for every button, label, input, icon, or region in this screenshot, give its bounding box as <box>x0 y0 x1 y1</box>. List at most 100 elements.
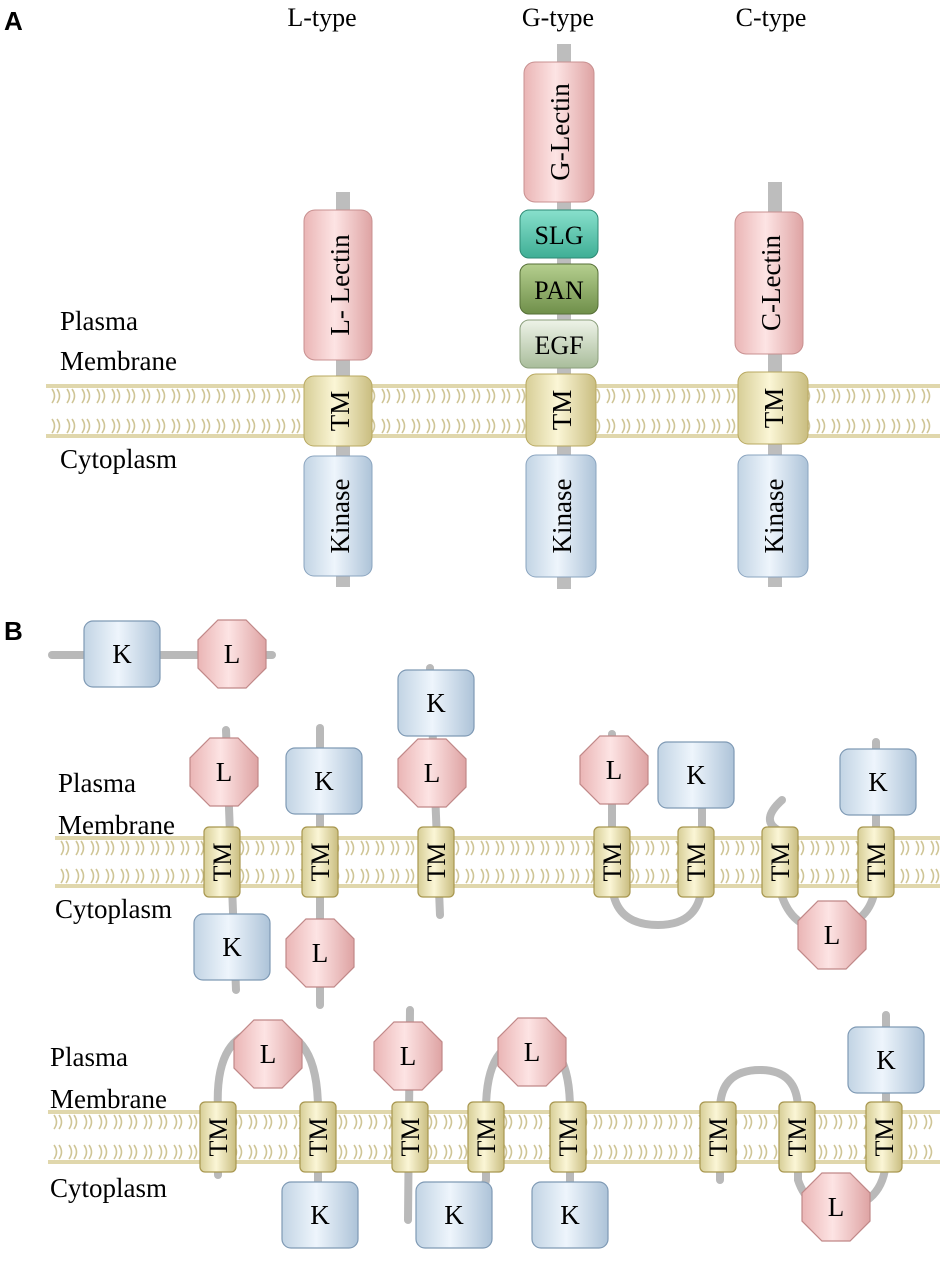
kinase-r2-8-label: K <box>876 1045 896 1075</box>
membrane-b2-lipid-tail <box>113 1114 123 1130</box>
membrane-b1-lipid-tail <box>735 868 745 884</box>
membrane-b1-lipid-tail <box>720 840 730 856</box>
tm-r1-1 <box>203 826 241 898</box>
membrane-a-lipid-tail <box>891 388 901 404</box>
membrane-a-lipid-tail <box>876 418 886 434</box>
g-type-lectin-label: G-Lectin <box>545 83 575 181</box>
tm-r2-5-label: TM <box>554 1118 583 1157</box>
tm-r2-8 <box>865 1101 903 1173</box>
membrane-b2-lipid-tail <box>353 1114 363 1130</box>
membrane-a-lipid-tail <box>156 418 166 434</box>
l-type-kinase-domain <box>303 455 373 577</box>
g-type-lectin-domain <box>523 61 595 203</box>
membrane-b2-lipid-tail <box>818 1144 828 1160</box>
membrane-b1-lipid-tail <box>585 868 595 884</box>
membrane-b1-lipid-tail <box>390 868 400 884</box>
membrane-b1-lipid-tail <box>915 840 925 856</box>
membrane-b1-lipid-tail <box>825 868 835 884</box>
c-type-tm-domain <box>737 371 809 445</box>
membrane-b2-lipid-tail <box>83 1144 93 1160</box>
membrane-a-lipid-tail <box>906 388 916 404</box>
membrane-b1-lipid-tail <box>240 840 250 856</box>
membrane-b1-lipid-tail <box>840 868 850 884</box>
membrane-a-lipid-tail <box>441 388 451 404</box>
lectin-r2-1-label: L <box>260 1039 277 1069</box>
membrane-b2-lipid-tail <box>818 1114 828 1130</box>
panel-a-label: A <box>4 6 23 36</box>
tm-r1-1-label: TM <box>208 843 237 882</box>
membrane-b2-lipid-tail <box>428 1114 438 1130</box>
membrane-a-lipid-tail <box>726 388 736 404</box>
tm-r2-4 <box>467 1101 505 1173</box>
membrane-b1-lipid-tail <box>360 840 370 856</box>
membrane-a-lipid-tail <box>501 388 511 404</box>
membrane-b2-lipid-tail <box>188 1114 198 1130</box>
tm-r1-5-label: TM <box>682 843 711 882</box>
membrane-a-lipid-tail <box>411 388 421 404</box>
membrane-b1-lipid-tail <box>660 840 670 856</box>
type-title-c: C-type <box>736 3 807 32</box>
membrane-b2-lipid-tail <box>68 1114 78 1130</box>
membrane-b1-lipid-tail <box>375 840 385 856</box>
membrane-b1-lipid-tail <box>150 868 160 884</box>
membrane-a-lipid-tail <box>171 388 181 404</box>
membrane-b2-lipid-tail <box>83 1114 93 1130</box>
c-type-tm-label: TM <box>759 388 789 429</box>
membrane-b1-lipid-tail <box>75 868 85 884</box>
membrane-b2-lipid-tail <box>833 1114 843 1130</box>
membrane-b2-lipid-tail <box>248 1114 258 1130</box>
lectin-r1-2 <box>285 918 355 988</box>
membrane-a-lipid-tail <box>831 418 841 434</box>
membrane-b1 <box>55 836 940 888</box>
membrane-b1-lipid-tail <box>270 868 280 884</box>
membrane-a-lipid-tail <box>381 418 391 434</box>
membrane-b2-lipid-tail <box>518 1144 528 1160</box>
membrane-a-lipid-tail <box>876 388 886 404</box>
membrane-label-b2: Membrane <box>50 1084 167 1114</box>
tm-r1-6 <box>761 826 799 898</box>
membrane-b2-lipid-tail <box>338 1144 348 1160</box>
membrane-b2-lipid-tail <box>683 1144 693 1160</box>
membrane-b1-lipid-tail <box>915 868 925 884</box>
membrane-b2-lipid-tail <box>683 1114 693 1130</box>
membrane-a-lipid-tail <box>186 388 196 404</box>
membrane-a-lipid-tail <box>231 418 241 434</box>
membrane-b1-lipid-tail <box>90 868 100 884</box>
membrane-a-lipid-tail <box>516 418 526 434</box>
membrane-b1-lipid-tail <box>285 840 295 856</box>
l-type-lectin-label: L- Lectin <box>325 234 355 336</box>
membrane-a-lipid-tail <box>846 388 856 404</box>
membrane-b1-lipid-tail <box>900 868 910 884</box>
l-type-receptor: L- Lectin TM Kinase <box>303 192 373 587</box>
membrane-a-lipid-tail <box>186 418 196 434</box>
membrane-b2-lipid-tail <box>638 1144 648 1160</box>
membrane-b1-lipid-tail <box>405 840 415 856</box>
membrane-b2-lipid-tail <box>458 1144 468 1160</box>
membrane-b2-lipid-tail <box>98 1144 108 1160</box>
g-type-pan-label: PAN <box>534 276 584 305</box>
membrane-b2-lipid-tail <box>623 1114 633 1130</box>
membrane-a-lipid-tail <box>51 388 61 404</box>
membrane-a-lipid-tail <box>846 418 856 434</box>
lectin-r1-4-label: L <box>606 755 623 785</box>
tm-r2-3 <box>391 1101 429 1173</box>
plasma-label-a: Plasma <box>60 306 138 336</box>
membrane-b2-lipid-tail <box>743 1114 753 1130</box>
membrane-b2-lipid-tail <box>608 1114 618 1130</box>
membrane-a-lipid-tail <box>621 388 631 404</box>
membrane-a-lipid-tail <box>261 388 271 404</box>
membrane-b2-lipid-tail <box>68 1144 78 1160</box>
c-type-receptor: C-Lectin TM Kinase <box>734 182 809 587</box>
membrane-b1-lipid-tail <box>510 840 520 856</box>
membrane-b1-lipid-tail <box>495 840 505 856</box>
tm-r1-3-label: TM <box>422 843 451 882</box>
membrane-b1-lipid-tail <box>630 868 640 884</box>
tm-r1-7-label: TM <box>862 843 891 882</box>
membrane-b1-lipid-tail <box>570 868 580 884</box>
membrane-a-lipid-tail <box>216 388 226 404</box>
membrane-b2-lipid-tail <box>383 1144 393 1160</box>
membrane-b1-lipid-tail <box>840 840 850 856</box>
membrane-a-lipid-tail <box>681 388 691 404</box>
membrane-b1-lipid-tail <box>75 840 85 856</box>
